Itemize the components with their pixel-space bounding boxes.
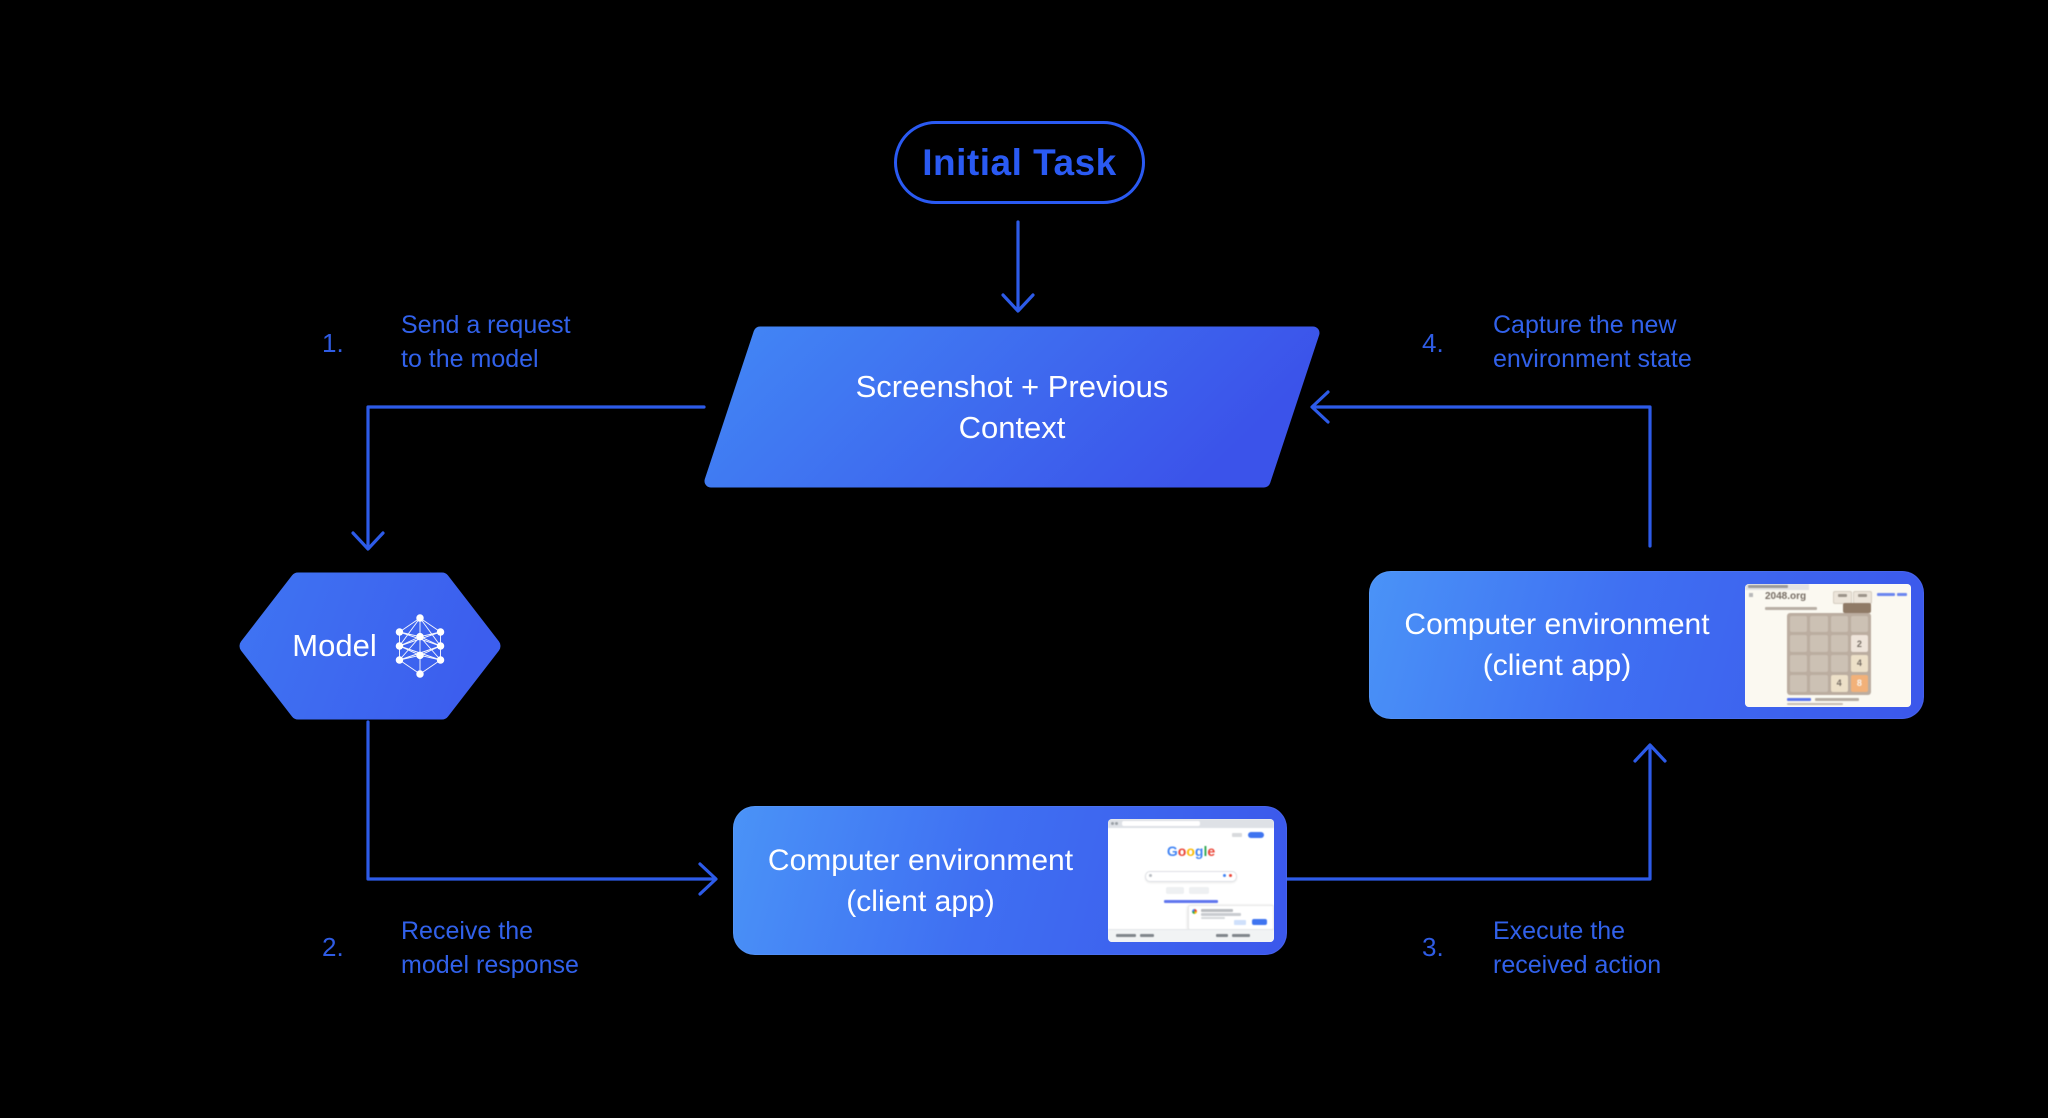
intro-text-bar [1765, 606, 1817, 610]
empty-cell [1830, 635, 1848, 652]
google-search-button [1166, 887, 1184, 894]
tile-2: 2 [1850, 635, 1868, 652]
empty-cell [1790, 674, 1808, 692]
step-1-label: Send a request to the model [401, 311, 571, 373]
browser-nav-icon [1749, 592, 1753, 597]
lens-icon [1229, 874, 1232, 877]
initial-task-node: Initial Task [894, 121, 1145, 204]
initial-task-label: Initial Task [922, 141, 1117, 183]
arrow-model-to-env-bottom [366, 720, 718, 896]
empty-cell [1810, 635, 1828, 652]
arrow-env-bottom-to-env-right [1285, 743, 1667, 881]
computer-env-node-right: Computer environment (client app) 2048.o… [1369, 571, 1924, 719]
step-2-label: Receive the model response [401, 917, 579, 979]
dialog-text-bar [1201, 913, 1241, 916]
google-home-screenshot: Google [1108, 819, 1274, 942]
parallelogram-shape [704, 326, 1320, 488]
arrow-env-right-to-context [1310, 390, 1652, 548]
empty-cell [1810, 674, 1828, 692]
step-2-number: 2. [322, 932, 344, 962]
tile-8: 8 [1850, 674, 1868, 692]
arrow-context-to-model [351, 405, 706, 551]
site-title-2048: 2048.org [1765, 590, 1807, 602]
best-box [1853, 590, 1872, 604]
new-game-button [1843, 602, 1871, 613]
step-1-number: 1. [322, 328, 344, 358]
env-right-label-line1: Computer environment [1404, 608, 1710, 641]
feeling-lucky-button [1189, 887, 1209, 894]
text-bar [1815, 697, 1859, 701]
empty-cell [1850, 615, 1868, 633]
search-icon [1149, 874, 1152, 877]
score-box [1833, 590, 1852, 604]
mic-icon [1223, 874, 1226, 877]
context-label-line1: Screenshot + Previous [855, 369, 1169, 404]
google-g-icon [1192, 909, 1197, 914]
model-label: Model [292, 628, 377, 663]
link-bar [1787, 697, 1811, 701]
window-dot [1111, 822, 1114, 825]
empty-cell [1790, 615, 1808, 633]
step-3-number: 3. [1422, 932, 1444, 962]
window-dot [1115, 822, 1118, 825]
env-bottom-label-line1: Computer environment [767, 843, 1074, 877]
empty-cell [1790, 635, 1808, 652]
dialog-text-bar [1201, 917, 1225, 919]
sign-in-button [1248, 832, 1264, 838]
step-3-label: Execute the received action [1493, 917, 1662, 979]
footer-link-bar [1216, 934, 1228, 937]
empty-cell [1830, 655, 1848, 672]
neural-network-icon [395, 614, 444, 678]
empty-cell [1810, 615, 1828, 633]
tile-4: 4 [1850, 655, 1868, 672]
hexagon-shape [239, 572, 501, 720]
browser-tab-bar [1745, 583, 1809, 590]
env-bottom-label-line2: (client app) [846, 884, 995, 918]
footer-link-bar [1140, 934, 1154, 937]
env-right-label-line2: (client app) [1482, 649, 1632, 682]
text-bar [1787, 702, 1843, 705]
empty-cell [1830, 615, 1848, 633]
tile-4: 4 [1830, 674, 1848, 692]
header-links-bar [1232, 833, 1242, 837]
dialog-text-bar [1201, 909, 1233, 912]
link-bar [1877, 592, 1895, 596]
context-label-line2: Context [958, 410, 1066, 445]
computer-env-node-bottom: Computer environment (client app) Google [733, 806, 1287, 955]
screenshot-context-node: Screenshot + Previous Context [697, 326, 1327, 488]
footer-link-bar [1232, 934, 1250, 937]
step-4-number: 4. [1422, 328, 1444, 358]
step-4-label: Capture the new environment state [1493, 311, 1692, 373]
empty-cell [1790, 655, 1808, 672]
empty-cell [1810, 655, 1828, 672]
link-bar [1897, 592, 1907, 596]
dialog-secondary-button [1234, 920, 1246, 925]
language-link-bar [1164, 900, 1218, 903]
arrow-initialtask-to-context [1001, 220, 1035, 313]
google-logo: Google [1166, 843, 1216, 859]
google-footer [1108, 929, 1274, 942]
footer-link-bar [1116, 934, 1136, 937]
model-node: Model [239, 571, 501, 721]
dialog-primary-button [1252, 919, 1267, 925]
address-bar [1122, 821, 1200, 826]
google-search-bar [1145, 871, 1237, 882]
